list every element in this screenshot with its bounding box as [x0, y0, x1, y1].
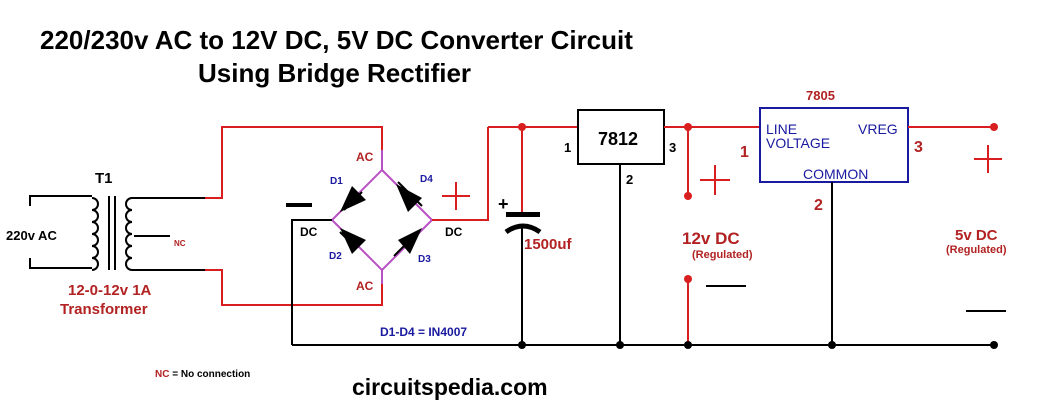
ac-input-label: 220v AC [6, 228, 57, 243]
legend-nc-text: = No connection [169, 369, 250, 380]
out-5v-plus-symbol [974, 145, 1002, 173]
bridge-plus-symbol [442, 182, 470, 210]
bridge-rectifier: AC AC D1 D2 D3 D4 DC DC [286, 150, 470, 293]
nc-label: NC [174, 239, 186, 248]
wire-ac-top [205, 126, 383, 199]
diode-d3-label: D3 [418, 254, 431, 265]
regulator-7812-pin3: 3 [669, 140, 676, 155]
legend-nc: NC = No connection [155, 369, 250, 380]
regulator-7805-voltage: VOLTAGE [766, 135, 830, 151]
diode-d4-label: D4 [420, 174, 433, 185]
transformer-rating: 12-0-12v 1A [68, 282, 152, 299]
regulator-7805: 7805 LINE VOLTAGE VREG COMMON 1 2 3 [740, 88, 923, 214]
diode-d3 [393, 228, 422, 257]
bridge-ac-bottom-label: AC [356, 279, 374, 293]
bridge-ac-top-label: AC [356, 150, 374, 164]
capacitor-plus-symbol: + [498, 194, 509, 214]
regulator-7805-name: 7805 [806, 88, 835, 103]
bridge-dc-left-label: DC [300, 225, 318, 239]
title-line-2: Using Bridge Rectifier [198, 58, 471, 88]
regulator-7805-common: COMMON [803, 166, 868, 182]
primary-coil [91, 197, 99, 271]
terminal-12v-plus [684, 192, 692, 200]
regulator-7812-pin1: 1 [564, 140, 571, 155]
out-12v-label: 12v DC [682, 229, 740, 248]
legend-nc-symbol: NC [155, 369, 169, 380]
bridge-dc-right-label: DC [445, 225, 463, 239]
out-5v-label: 5v DC [955, 227, 998, 244]
primary-lead-bottom [29, 258, 92, 269]
out-5v-sub: (Regulated) [946, 244, 1007, 256]
primary-lead-top [29, 195, 92, 206]
junction-12v-ground [684, 341, 692, 349]
diode-d1-label: D1 [330, 176, 343, 187]
diode-d4 [396, 181, 423, 212]
diode-d2 [339, 228, 366, 254]
out-12v-sub: (Regulated) [692, 249, 753, 261]
terminal-5v-plus [990, 123, 998, 131]
bridge-minus-symbol [286, 203, 312, 207]
out-12v-plus-symbol [700, 165, 730, 195]
bridge-diamond [330, 168, 434, 272]
regulator-7805-line: LINE [766, 121, 797, 137]
diode-d1 [340, 186, 366, 212]
transformer-ref: T1 [95, 170, 113, 187]
regulator-7805-pin1: 1 [740, 144, 749, 161]
capacitor-1500uf [504, 127, 542, 345]
title-line-1: 220/230v AC to 12V DC, 5V DC Converter C… [40, 25, 633, 55]
regulator-7805-vreg: VREG [858, 121, 898, 137]
regulator-7812-name: 7812 [598, 129, 638, 149]
transformer-name: Transformer [60, 301, 148, 318]
wire-bridge-positive [432, 127, 489, 221]
regulator-7812-pin2: 2 [626, 172, 633, 187]
diode-note: D1-D4 = IN4007 [380, 325, 467, 339]
wire-ac-bottom [205, 269, 383, 306]
terminal-5v-minus [990, 341, 998, 349]
diode-d2-label: D2 [329, 251, 342, 262]
capacitor-value: 1500uf [524, 236, 573, 253]
transformer: T1 220v AC NC 12-0-12v 1A Transformer [6, 170, 205, 318]
regulator-7805-pin2: 2 [814, 197, 823, 214]
website-label: circuitspedia.com [352, 374, 548, 400]
secondary-coil [125, 197, 133, 271]
regulator-7805-pin3: 3 [914, 139, 923, 156]
wire-bridge-negative [291, 219, 332, 345]
